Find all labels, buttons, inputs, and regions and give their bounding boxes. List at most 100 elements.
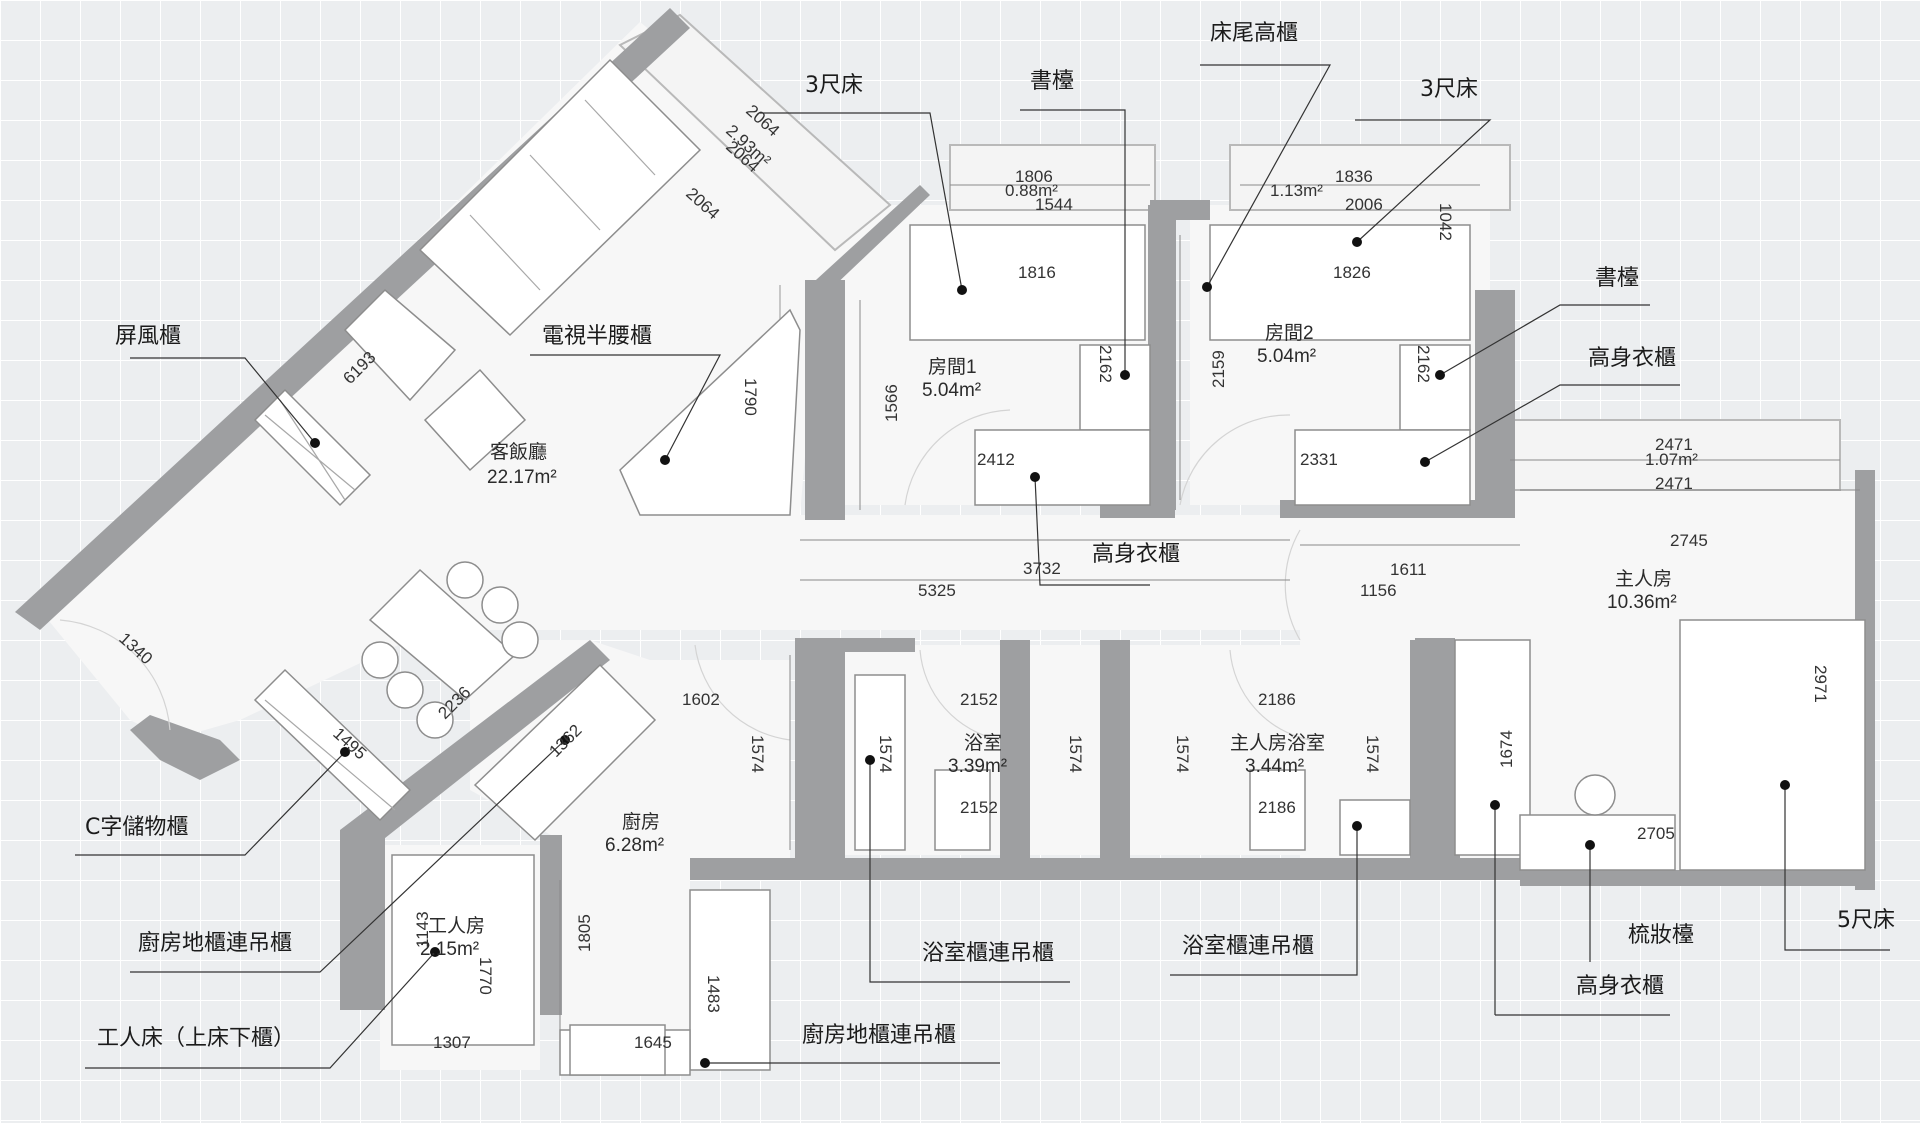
armchair xyxy=(343,288,457,402)
room2-area: 5.04m² xyxy=(1257,346,1316,367)
dim-1805: 1805 xyxy=(575,914,594,952)
dim-2471b: 2471 xyxy=(1655,474,1693,493)
balcony-top2-area: 1.13m² xyxy=(1270,181,1323,200)
helper-bed xyxy=(391,854,535,1046)
dot-wardrobe-bottom xyxy=(1490,800,1500,810)
dot-bath-cabinet xyxy=(865,755,875,765)
dim-1566: 1566 xyxy=(882,384,901,422)
lead-bed5 xyxy=(1784,785,1890,951)
dim-1544: 1544 xyxy=(1035,195,1073,214)
wardrobe-room1 xyxy=(974,429,1151,506)
lead-wardrobe-right xyxy=(1424,384,1680,463)
dim-3732: 3732 xyxy=(1023,559,1061,578)
dim-2971: 2971 xyxy=(1811,665,1830,703)
bed-room2 xyxy=(1209,224,1471,341)
room2-name: 房間2 xyxy=(1265,322,1314,344)
dim-2162a: 2162 xyxy=(1096,345,1115,383)
screen-cabinet-x2 xyxy=(279,399,346,501)
balcony-top-right xyxy=(1229,144,1511,211)
helper-area: 2.15m² xyxy=(420,939,479,960)
dim-1574d: 1574 xyxy=(1173,735,1192,773)
callout-dresser: 梳妝檯 xyxy=(1628,923,1694,948)
dim-1602: 1602 xyxy=(682,690,720,709)
dim-2186a: 2186 xyxy=(1258,690,1296,709)
dim-1645: 1645 xyxy=(634,1033,672,1052)
door-kitchen xyxy=(694,644,791,741)
lead-bed3-right xyxy=(1355,119,1492,243)
dim-1042: 1042 xyxy=(1436,203,1455,241)
dot-tv xyxy=(660,455,670,465)
lead-bed3-left xyxy=(760,112,963,291)
lead-kitchen-left xyxy=(130,739,566,973)
dot-bed-end xyxy=(1202,282,1212,292)
dim-1574a: 1574 xyxy=(748,735,767,773)
callout-master-bath-cabinet: 浴室櫃連吊櫃 xyxy=(1182,934,1314,959)
dim-5325: 5325 xyxy=(918,581,956,600)
callout-tall-wardrobe-right: 高身衣櫃 xyxy=(1588,346,1676,371)
callout-c-storage: C字儲物櫃 xyxy=(85,815,188,840)
furniture xyxy=(253,58,1866,1076)
door-room2 xyxy=(1179,414,1291,506)
callout-kitchen-cabinet-bottom: 廚房地櫃連吊櫃 xyxy=(802,1023,956,1048)
screen-cabinet-x1 xyxy=(264,414,356,491)
toilet-mbath xyxy=(1249,769,1306,851)
dot-wardrobe-mid xyxy=(1030,472,1040,482)
wall-tv xyxy=(805,185,930,515)
wall-kitchen-nw xyxy=(340,640,610,850)
vanity-bath xyxy=(854,674,906,851)
kitchen-name: 廚房 xyxy=(622,810,660,833)
dim-1816: 1816 xyxy=(1018,263,1056,282)
floor-areas xyxy=(40,13,1870,1075)
dot-c-storage xyxy=(340,747,350,757)
dining-chair-3 xyxy=(501,621,539,659)
balcony-top-area: 0.88m² xyxy=(1005,181,1058,200)
c-storage-cabinet xyxy=(253,668,412,822)
dim-1836: 1836 xyxy=(1335,167,1373,186)
dim-1574b: 1574 xyxy=(876,735,895,773)
wall-bath-mid xyxy=(1000,640,1030,865)
dim-1674: 1674 xyxy=(1497,730,1516,768)
dot-kitchen-bottom xyxy=(700,1058,710,1068)
dim-1307: 1307 xyxy=(433,1033,471,1052)
dining-chair-6 xyxy=(416,701,454,739)
living-name: 客飯廳 xyxy=(490,441,547,463)
bed-master xyxy=(1679,619,1866,871)
callout-kitchen-cabinet-left: 廚房地櫃連吊櫃 xyxy=(138,931,292,956)
wardrobe-room2 xyxy=(1294,429,1471,506)
lead-bath-cabinet xyxy=(869,760,1070,983)
wall-helper-right xyxy=(540,835,562,1015)
dimension-lines xyxy=(559,184,1860,1060)
lead-c-storage xyxy=(75,751,346,856)
c-storage-x1 xyxy=(264,699,396,811)
balcony-right-area: 1.07m² xyxy=(1645,450,1698,469)
door-room1 xyxy=(904,409,1011,506)
coffee-table xyxy=(423,368,527,472)
dim-2331: 2331 xyxy=(1300,450,1338,469)
callout-bed3-right: 3尺床 xyxy=(1420,77,1478,102)
dim-2412: 2412 xyxy=(977,450,1015,469)
dim-1790: 1790 xyxy=(741,378,760,416)
wall-room2-right xyxy=(1475,290,1515,518)
door-living-left xyxy=(59,619,171,731)
wall-room1-left xyxy=(805,280,845,520)
desk-room1 xyxy=(1079,344,1151,431)
master-name: 主人房 xyxy=(1615,568,1672,590)
dim-1483: 1483 xyxy=(704,975,723,1013)
callout-bath-cabinet: 浴室櫃連吊櫃 xyxy=(922,941,1054,966)
room1-area: 5.04m² xyxy=(922,380,981,401)
dot-mbath-cabinet xyxy=(1352,821,1362,831)
dim-1611: 1611 xyxy=(1390,560,1427,579)
dot-wardrobe-right xyxy=(1420,457,1430,467)
dim-2705: 2705 xyxy=(1637,824,1675,843)
leader-lines xyxy=(75,64,1890,1069)
callout-tall-wardrobe-bottom: 高身衣櫃 xyxy=(1576,974,1664,999)
dresser-stool xyxy=(1574,774,1616,816)
wall-master-bottom xyxy=(1520,870,1870,886)
room1-name: 房間1 xyxy=(928,356,977,378)
wall-between-top xyxy=(1150,200,1210,220)
master-bath-name: 主人房浴室 xyxy=(1230,732,1325,754)
callout-bed5: 5尺床 xyxy=(1837,908,1895,933)
door-bath xyxy=(919,649,1001,741)
dot-bed3-left xyxy=(957,285,967,295)
